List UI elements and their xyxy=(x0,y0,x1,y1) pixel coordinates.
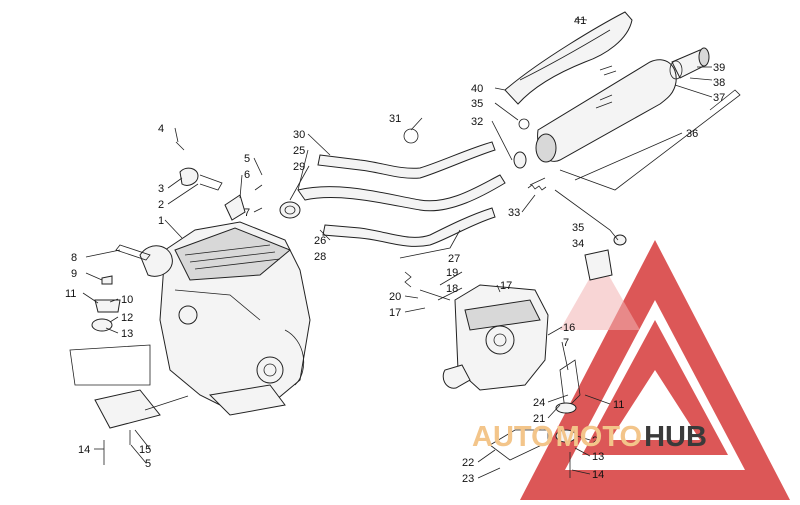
svg-text:AUTOMOTOHUB: AUTOMOTOHUB xyxy=(472,421,707,453)
callout-38: 38 xyxy=(713,77,725,89)
heat-shield xyxy=(504,11,633,105)
callout-5-bottom: 5 xyxy=(145,458,151,470)
callout-11-right: 11 xyxy=(613,399,624,411)
callout-13-left: 13 xyxy=(121,328,133,340)
callout-7-top: 7 xyxy=(244,207,250,219)
callout-6: 6 xyxy=(244,169,250,181)
callout-numbers: 41 39 38 37 40 35 31 32 36 30 25 29 33 4… xyxy=(65,15,725,485)
callout-32: 32 xyxy=(471,116,483,128)
callout-40: 40 xyxy=(471,83,483,95)
transmission-mount xyxy=(489,234,627,478)
callout-15: 15 xyxy=(139,444,151,456)
leader-lines xyxy=(82,18,741,479)
callout-3: 3 xyxy=(158,183,164,195)
callout-2-right: 2 xyxy=(592,435,598,447)
callout-8: 8 xyxy=(71,252,77,264)
callout-28: 28 xyxy=(314,251,326,263)
watermark-moto: MOTO xyxy=(556,421,642,453)
callout-25: 25 xyxy=(293,145,305,157)
callout-16: 16 xyxy=(563,322,575,334)
callout-9: 9 xyxy=(71,268,77,280)
callout-21: 21 xyxy=(533,413,545,425)
engine-assembly xyxy=(139,221,311,416)
callout-29: 29 xyxy=(293,161,305,173)
callout-24: 24 xyxy=(533,397,545,409)
callout-7-right: 7 xyxy=(563,337,569,349)
callout-30: 30 xyxy=(293,129,305,141)
callout-33: 33 xyxy=(508,207,520,219)
callout-10: 10 xyxy=(121,294,133,306)
callout-4: 4 xyxy=(158,123,164,135)
callout-35-top: 35 xyxy=(471,98,483,110)
callout-5-top: 5 xyxy=(244,153,250,165)
callout-26: 26 xyxy=(314,235,326,247)
callout-19: 19 xyxy=(446,267,458,279)
callout-23: 23 xyxy=(462,473,474,485)
exhaust-pipes xyxy=(279,118,547,247)
watermark-hub: HUB xyxy=(644,421,707,453)
callout-41: 41 xyxy=(574,15,586,27)
watermark-text: AUTOMOTOHUB xyxy=(472,421,707,453)
callout-18: 18 xyxy=(446,283,458,295)
callout-13-right: 13 xyxy=(592,451,604,463)
callout-2-top: 2 xyxy=(158,199,164,211)
watermark-logo xyxy=(520,240,790,500)
callout-12: 12 xyxy=(121,312,133,324)
callout-11-left: 11 xyxy=(65,288,76,300)
callout-1: 1 xyxy=(158,215,164,227)
callout-39: 39 xyxy=(713,62,725,74)
callout-34: 34 xyxy=(572,238,584,250)
callout-37: 37 xyxy=(713,92,725,104)
callout-35-right: 35 xyxy=(572,222,584,234)
callout-14-left: 14 xyxy=(78,444,90,456)
watermark-auto: AUTO xyxy=(472,421,554,453)
callout-20: 20 xyxy=(389,291,401,303)
callout-31: 31 xyxy=(389,113,401,125)
transmission-assembly xyxy=(404,271,549,391)
callout-36: 36 xyxy=(686,128,698,140)
callout-17-right: 17 xyxy=(500,280,512,292)
callout-22: 22 xyxy=(462,457,474,469)
callout-27: 27 xyxy=(448,253,460,265)
callout-17-left: 17 xyxy=(389,307,401,319)
tail-pipe xyxy=(669,47,710,80)
callout-14-right: 14 xyxy=(592,469,604,481)
muffler xyxy=(535,59,677,163)
engine-hardware xyxy=(69,141,263,465)
